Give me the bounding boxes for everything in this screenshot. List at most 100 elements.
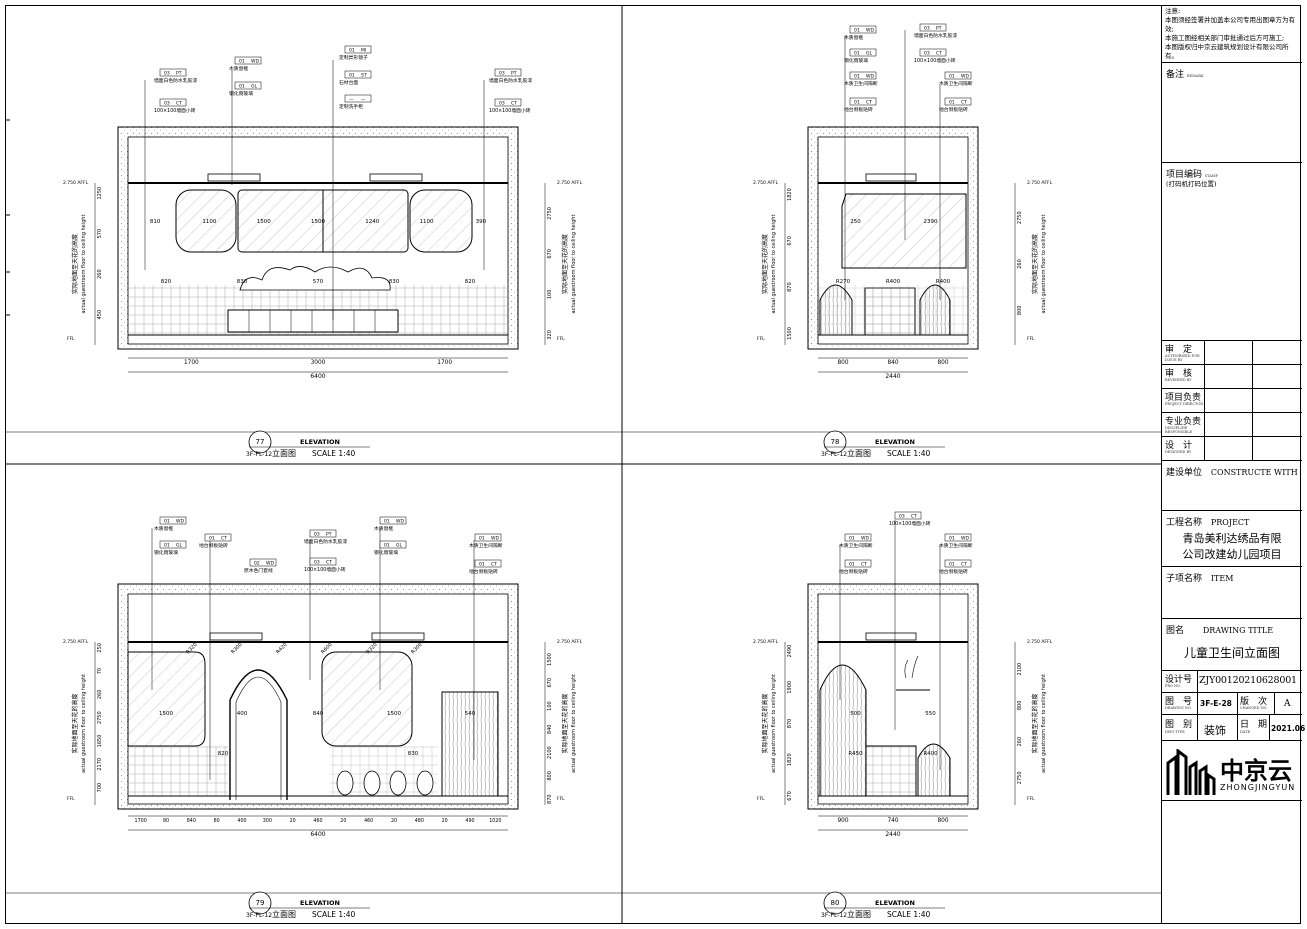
callout-text: 钢化雨玻璃 <box>374 549 398 556</box>
callout-material: — <box>361 98 366 103</box>
side-text-cn: 实际地面至天花的高度 <box>1031 693 1039 753</box>
upper-dim: 390 <box>476 219 487 225</box>
drawing-no-row: 图 号 DRAWING NO. 3F-E-28 版 次 CHANGED NO. … <box>1162 693 1302 715</box>
elevation-label: ELEVATION <box>300 899 340 907</box>
title-panel: 图名 DRAWING TITLE 儿童卫生间立面图 <box>1162 619 1302 671</box>
callout-code: 01 <box>854 28 860 34</box>
bottom-dim: 800 <box>937 818 948 824</box>
bottom-dim: 80 <box>163 818 169 824</box>
elevation-ref: 3F-PL-12 <box>246 912 272 919</box>
bottom-dim: 490 <box>465 818 474 824</box>
category-value: 装饰 <box>1204 724 1226 737</box>
design-no-en: PRO NO. <box>1165 684 1181 688</box>
logo-en: ZHONGJINGYUN <box>1220 783 1296 792</box>
bottom-dim: 1700 <box>135 818 147 824</box>
elevation-cn: 立面图 <box>272 909 296 919</box>
floor-level: FFL <box>1027 336 1035 342</box>
bottom-dim: 20 <box>290 818 296 824</box>
mid-dim: 830 <box>389 279 400 285</box>
drawing-no-label: 图 号 <box>1165 697 1193 707</box>
callout-text: 地台侧板贴砖 <box>939 106 968 113</box>
caption-symbols <box>248 430 847 915</box>
signoff-label: 审 定 <box>1165 345 1193 355</box>
callout-code: 03 <box>164 71 170 77</box>
drawing-area: 03PT墙面白色防水乳胶漆03CT100×100墙面小砖01WD木质窗框01GL… <box>5 5 1161 924</box>
height-dim: 2750 <box>1017 771 1023 784</box>
height-dim: 2750 <box>547 207 553 220</box>
signoff-en: DESIGNED BY <box>1165 450 1192 454</box>
ceiling-level: 2.750 AFFL <box>63 180 89 186</box>
height-dim: 1820 <box>787 753 793 766</box>
height-dim: 670 <box>547 678 553 688</box>
callout-tag <box>309 557 337 566</box>
callout-code: 01 <box>164 543 170 549</box>
height-dim: 260 <box>1017 259 1023 269</box>
project-code-panel: 项目编码 STAMP (打码机打码位置) <box>1162 163 1302 341</box>
callout-text: 木质卫生间隔断 <box>839 542 873 549</box>
callout-text: 定制洗手柜 <box>339 103 363 110</box>
ceiling-level: 2.750 AFFL <box>1027 639 1053 645</box>
callout-tag <box>919 48 947 57</box>
height-dim: 800 <box>1017 701 1023 711</box>
project-name-2: 公司改建幼儿园项目 <box>1182 548 1282 561</box>
side-text-cn: 实际地面至天花的高度 <box>71 693 79 753</box>
callout-material: PT <box>326 532 332 538</box>
callout-text: 钢化雨玻璃 <box>844 57 868 64</box>
bottom-dim: 80 <box>214 818 220 824</box>
signoff-en: PROJECT DIRECTOR <box>1165 402 1203 406</box>
side-text-cn: 实际地面至天花的高度 <box>761 234 769 294</box>
callout-text: 地台侧板贴砖 <box>469 568 498 575</box>
callout-material: CT <box>491 562 497 568</box>
elevation-cn: 立面图 <box>847 909 871 919</box>
version-value: A <box>1284 699 1291 709</box>
elevation-scale: SCALE 1:40 <box>312 449 355 458</box>
date-value: 2021.06 <box>1271 724 1306 733</box>
callout-code: 03 <box>924 26 930 32</box>
elevation-cn: 立面图 <box>847 448 871 458</box>
overall-width-dim: 6400 <box>310 373 325 380</box>
drawing-no-value: 3F-E-28 <box>1200 699 1232 708</box>
side-text-cn: 实际地面至天花的高度 <box>561 234 569 294</box>
callout-code: 03 <box>499 71 505 77</box>
bottom-dim: 800 <box>837 360 848 366</box>
callout-text: 木质卫生间隔断 <box>939 80 973 87</box>
upper-dim: 550 <box>925 711 936 717</box>
callout-tag <box>944 71 972 80</box>
callout-material: WD <box>861 536 869 542</box>
overall-width-dim: 6400 <box>310 831 325 838</box>
callout-code: 01 <box>384 543 390 549</box>
side-text-en: actual guestroom floor to ceiling height <box>571 215 577 314</box>
side-text-en: actual guestroom floor to ceiling height <box>571 674 577 773</box>
bottom-dim: 1020 <box>489 818 501 824</box>
elevation-label: ELEVATION <box>875 438 915 446</box>
callout-tag <box>344 94 372 103</box>
mid-dim: R400 <box>886 279 901 285</box>
floor-level: FFL <box>557 336 565 342</box>
date-en: DATE <box>1240 730 1251 734</box>
floor-level: FFL <box>757 796 765 802</box>
bottom-dim: 840 <box>887 360 898 366</box>
callout-material: WD <box>866 74 874 80</box>
drawing-title: 儿童卫生间立面图 <box>1183 646 1280 660</box>
height-dim: 250 <box>97 643 103 653</box>
remarks-en: REMARK <box>1186 74 1204 78</box>
project-code-en: STAMP <box>1204 174 1218 178</box>
callout-material: WD <box>961 74 969 80</box>
elevation-80 <box>807 583 979 810</box>
mid-dim: R400 <box>936 279 951 285</box>
callout-material: CT <box>961 562 967 568</box>
callout-code: 01 <box>854 74 860 80</box>
side-text-en: actual guestroom floor to ceiling height <box>1041 215 1047 314</box>
callout-text: 木质窗框 <box>154 525 173 532</box>
signoff-label: 审 核 <box>1165 369 1193 379</box>
remarks-label: 备注 <box>1166 70 1185 80</box>
callout-tag <box>379 540 407 549</box>
callout-tag <box>844 559 872 568</box>
height-dim: 450 <box>97 310 103 320</box>
callout-material: CT <box>866 100 872 106</box>
callout-text: 墙面白色防水乳胶漆 <box>489 77 532 84</box>
